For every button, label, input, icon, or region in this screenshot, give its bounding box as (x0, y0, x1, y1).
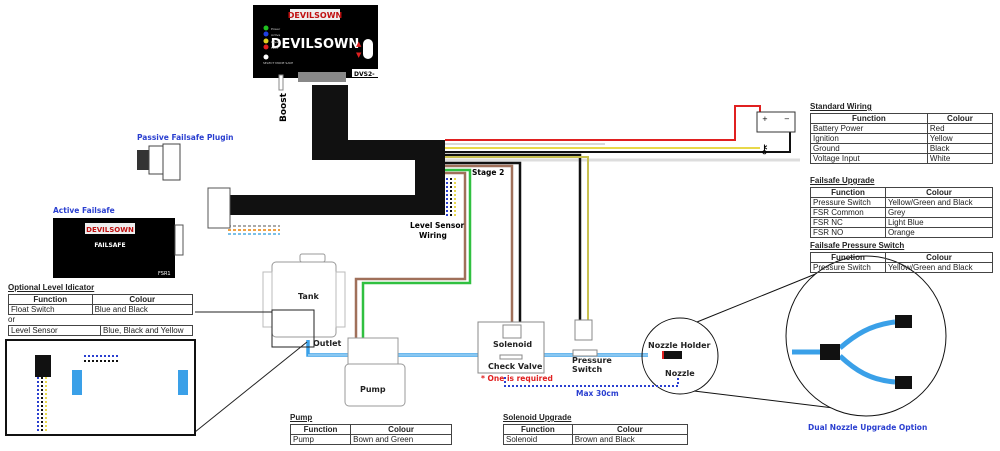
select-button (263, 54, 269, 60)
nozzle-label: Nozzle (665, 369, 695, 378)
outlet-callout-box (271, 309, 315, 348)
active-failsafe-box: DEVILSOWN FAILSAFE FSR1 (53, 218, 184, 278)
solenoid-label: Solenoid (493, 340, 532, 349)
svg-text:Power: Power (271, 27, 281, 31)
svg-text:DEVILSOWN: DEVILSOWN (86, 226, 134, 234)
outlet-label: Outlet (313, 339, 341, 348)
one-required-note: * One is required (481, 374, 553, 383)
active-led (263, 31, 269, 37)
level-led (263, 38, 269, 44)
model-label: DVS2- (354, 71, 375, 78)
svg-text:Wiring: Wiring (419, 231, 447, 240)
nozzle-callout-circle (641, 317, 719, 395)
dual-nozzle-illustration (792, 315, 912, 389)
tank (262, 253, 346, 338)
power-led (263, 25, 269, 31)
svg-text:+: + (762, 115, 768, 123)
svg-text:Fault: Fault (271, 46, 279, 50)
tank-label: Tank (298, 292, 320, 301)
nozzle-holder-label: Nozzle Holder (648, 341, 711, 350)
down-arrow-icon: ▼ (356, 51, 362, 59)
fault-led (263, 44, 269, 50)
ground-wire (445, 130, 791, 153)
svg-text:Level: Level (271, 40, 279, 44)
pump (344, 337, 406, 407)
pressure-switch-label: Pressure (572, 356, 612, 365)
check-valve-label: Check Valve (488, 362, 543, 371)
stage2-label: Stage 2 (472, 168, 504, 177)
pump-label: Pump (360, 385, 386, 394)
brand-logo-large: DEVILSOWN (271, 37, 360, 52)
wiring-harness (230, 85, 445, 215)
active-failsafe-label: Active Failsafe (53, 206, 115, 215)
pressure-switch (574, 319, 593, 341)
dual-nozzle-callout-circle (785, 255, 947, 417)
level-sensor-module (35, 355, 51, 377)
level-sensor-inset (5, 339, 196, 436)
svg-text:FAILSAFE: FAILSAFE (94, 242, 125, 249)
up-arrow-icon: ▲ (356, 40, 362, 48)
boost-label: Boost (279, 92, 289, 122)
ignition-key-icon: ⚷ (760, 142, 769, 156)
battery-icon: +− (756, 111, 796, 133)
max-length-label: Max 30cm (576, 389, 619, 398)
svg-text:−: − (784, 115, 790, 123)
pump-green-wire (361, 168, 472, 338)
max-length-indicator (504, 377, 679, 387)
standard-wires (228, 105, 800, 338)
solenoid-check-valve-box (477, 321, 545, 374)
nozzle-holder (664, 351, 682, 359)
svg-text:Switch: Switch (572, 365, 602, 374)
passive-failsafe-label: Passive Failsafe Plugin (137, 133, 234, 142)
brand-logo: DEVILSOWN (288, 11, 342, 20)
pump-brown-wire (354, 171, 467, 338)
harness-connector (207, 187, 231, 229)
svg-text:SELECT MODE SAVE: SELECT MODE SAVE (263, 61, 293, 65)
svg-text:FSR1: FSR1 (158, 271, 171, 277)
battery-wire (445, 105, 761, 141)
dual-nozzle-label: Dual Nozzle Upgrade Option (808, 423, 927, 432)
passive-failsafe-plug (137, 143, 181, 181)
svg-text:Active: Active (271, 33, 280, 37)
level-sensor-wiring-label: Level Sensor (410, 221, 464, 230)
controller-unit: DEVILSOWN DEVILSOWN Power Active Level F… (253, 5, 378, 91)
